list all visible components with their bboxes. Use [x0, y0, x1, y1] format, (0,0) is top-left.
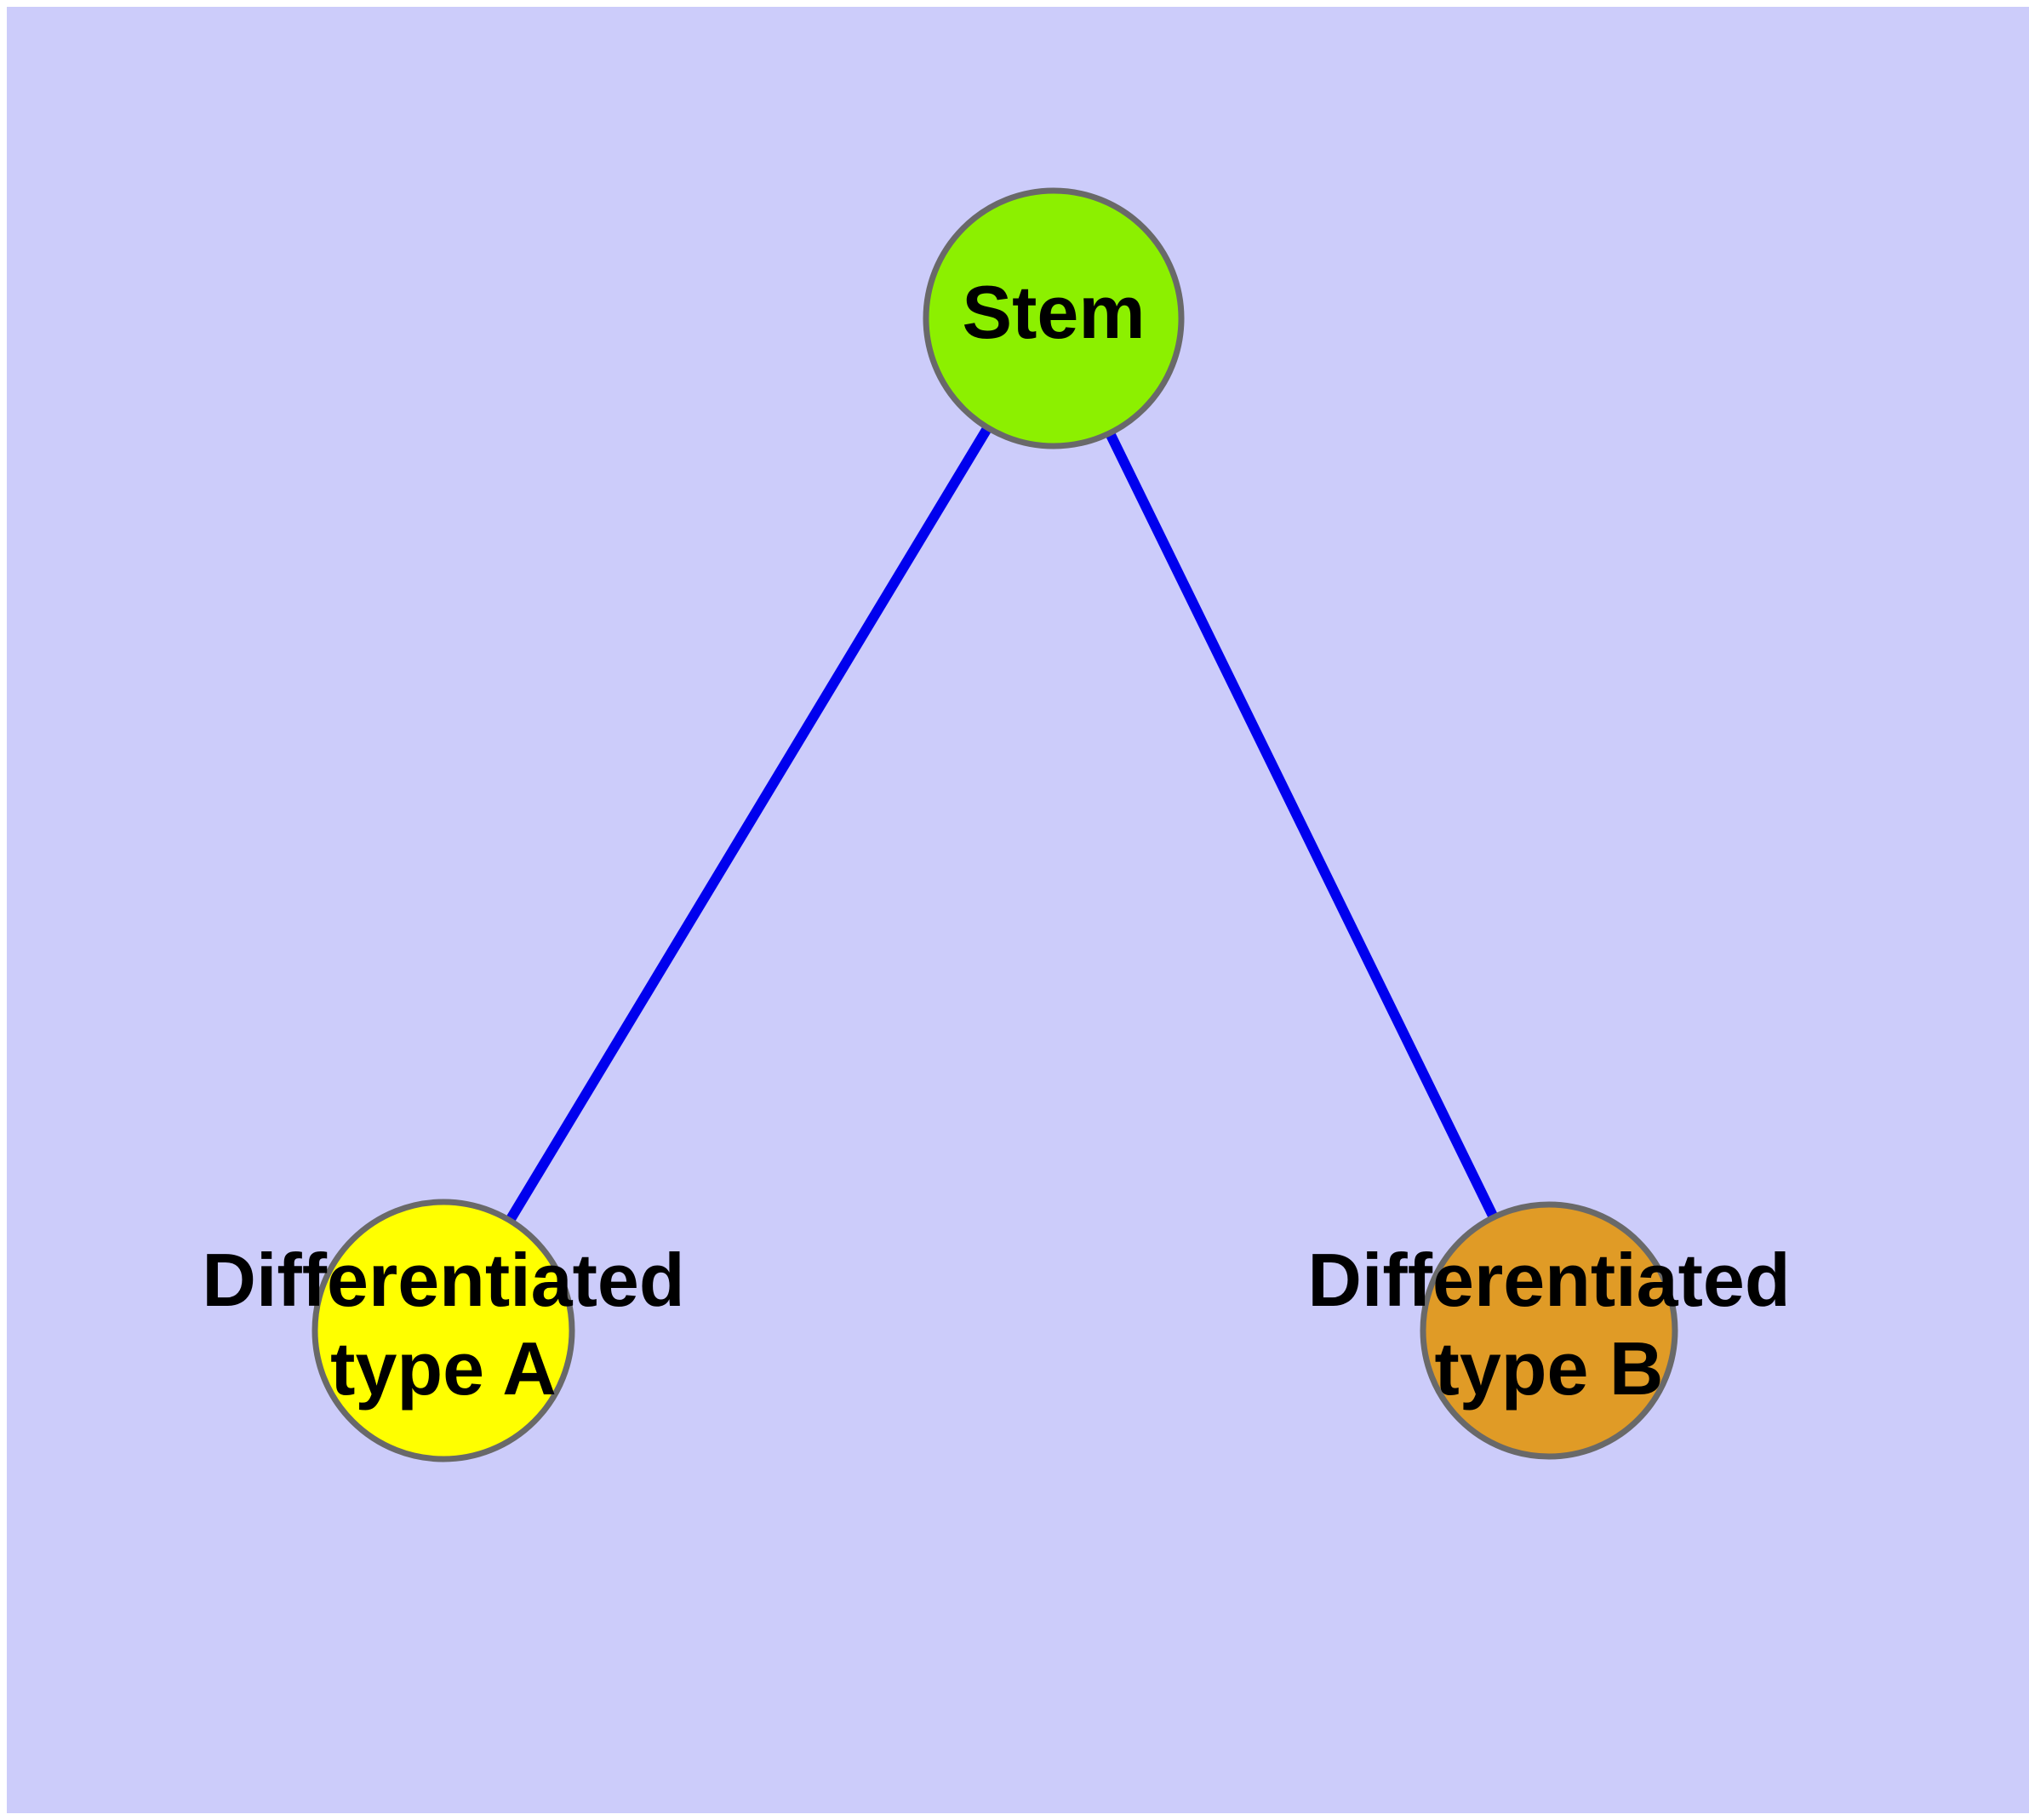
graph-edge-stem-to-diff_b[interactable] — [1049, 316, 1554, 1333]
edge-layer — [438, 315, 1554, 1334]
node-circle-diff_b[interactable] — [1420, 1201, 1678, 1460]
graph-node-stem[interactable]: Stem — [923, 187, 1185, 449]
node-label-line: type A — [330, 1326, 557, 1411]
node-label-line: Differentiated — [202, 1238, 684, 1322]
node-label-line: Differentiated — [1307, 1238, 1790, 1322]
node-label-line: type B — [1435, 1326, 1664, 1411]
graph-edge-stem-to-diff_a[interactable] — [438, 315, 1059, 1334]
node-circle-stem[interactable] — [923, 187, 1185, 449]
node-circle-diff_a[interactable] — [311, 1199, 575, 1462]
node-label-stem: Stem — [962, 270, 1145, 354]
node-label-line: Stem — [962, 270, 1145, 354]
